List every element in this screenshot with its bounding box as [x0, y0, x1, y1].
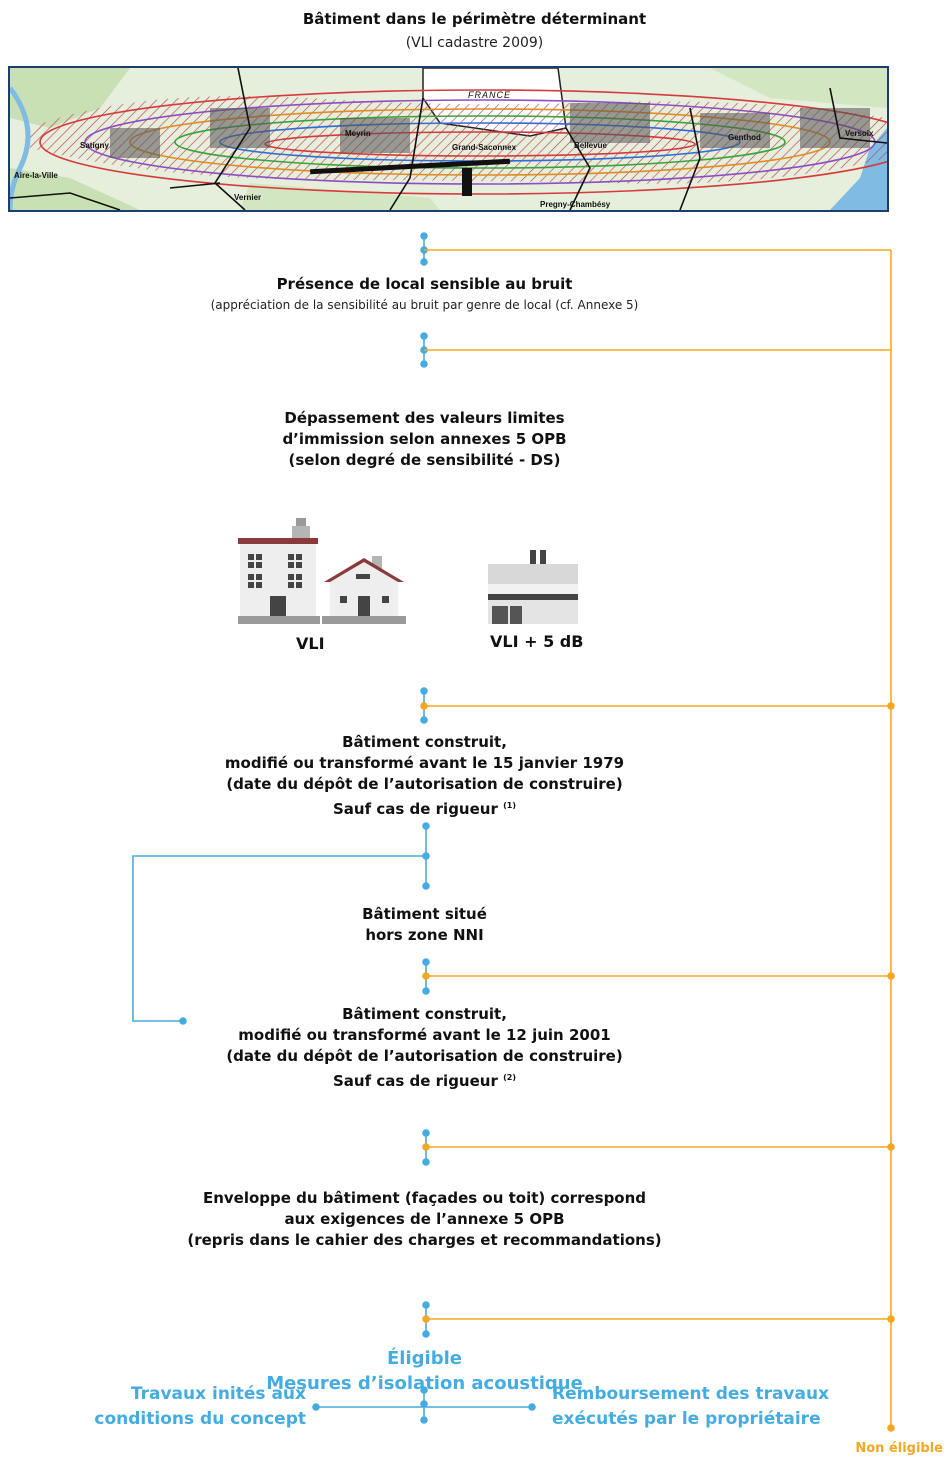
step-noise-sensitive-room-note: (appréciation de la sensibilité au bruit… [210, 298, 639, 312]
step-limit-exceeded-line2: d’immission selon annexes 5 OPB [282, 430, 567, 448]
map-label-france: FRANCE [468, 90, 511, 100]
outcome-left-line2: conditions du concept [94, 1409, 306, 1429]
map-borders [10, 68, 887, 210]
noise-map: FRANCE Satigny Aire-la-Ville Meyrin Gran… [8, 66, 889, 212]
map-label-satigny: Satigny [80, 141, 109, 150]
step-built-before-1979: Bâtiment construit, modifié ou transform… [0, 732, 849, 820]
step-2001-line2: modifié ou transformé avant le 12 juin 2… [238, 1026, 611, 1044]
outcome-right-line2: exécutés par le propriétaire [552, 1409, 821, 1429]
noise-map-graphic: FRANCE Satigny Aire-la-Ville Meyrin Gran… [10, 68, 887, 210]
map-river [10, 86, 31, 210]
label-vli: VLI [296, 634, 325, 653]
outcome-right-line1: Remboursement des travaux [552, 1384, 830, 1404]
outcome-left-line1: Travaux inités aux [130, 1384, 306, 1404]
header-subtitle: (VLI cadastre 2009) [405, 35, 544, 51]
outcome-non-eligible: Non éligible [855, 1441, 943, 1456]
step-envelope-line2: aux exigences de l’annexe 5 OPB [284, 1210, 565, 1228]
outcome-option-reimbursement: Remboursement des travaux exécutés par l… [552, 1382, 882, 1432]
step-limit-exceeded: Dépassement des valeurs limites d’immiss… [0, 408, 849, 471]
step-2001-line3: (date du dépôt de l’autorisation de cons… [226, 1047, 623, 1065]
step-envelope-line1: Enveloppe du bâtiment (façades ou toit) … [202, 1189, 647, 1207]
step-1979-line2: modifié ou transformé avant le 15 janvie… [224, 754, 625, 772]
step-building-envelope: Enveloppe du bâtiment (façades ou toit) … [0, 1188, 849, 1251]
label-vli-plus-5db: VLI + 5 dB [490, 632, 584, 651]
outcome-measures: Mesures d’isolation acoustique [266, 1373, 583, 1394]
step-envelope-line3: (repris dans le cahier des charges et re… [187, 1231, 662, 1249]
map-forest [710, 68, 887, 108]
map-label-meyrin: Meyrin [345, 129, 371, 138]
header-title: Bâtiment dans le périmètre déterminant [302, 10, 647, 28]
map-label-vernier: Vernier [234, 193, 261, 202]
outcome-eligible-title: Éligible [387, 1348, 462, 1369]
map-label-pregny-chambesy: Pregny-Chambésy [540, 200, 611, 209]
map-label-grand-saconnex: Grand-Saconnex [452, 143, 517, 152]
map-label-aire-la-ville: Aire-la-Ville [14, 171, 58, 180]
house-icon [322, 556, 406, 624]
step-built-before-2001: Bâtiment construit, modifié ou transform… [0, 1004, 849, 1092]
map-contour [39, 89, 887, 195]
step-nni-line1: Bâtiment situé [362, 905, 487, 923]
building-illustrations [238, 518, 578, 624]
footnote-ref-1: (1) [503, 801, 516, 810]
outcome-option-concept: Travaux inités aux conditions du concept [70, 1382, 306, 1432]
map-label-genthod: Genthod [728, 133, 761, 142]
step-1979-line4: Sauf cas de rigueur (1) [333, 800, 516, 818]
step-outside-nni-zone: Bâtiment situé hors zone NNI [0, 904, 849, 946]
industrial-building-icon [488, 550, 578, 624]
footnote-ref-2: (2) [503, 1073, 516, 1082]
map-label-versoix: Versoix [845, 129, 874, 138]
outcome-eligible: Éligible Mesures d’isolation acoustique [0, 1346, 849, 1396]
map-forest [10, 168, 140, 210]
map-forest [10, 68, 130, 128]
step-2001-line1: Bâtiment construit, [342, 1005, 507, 1023]
map-label-bellevue: Bellevue [574, 141, 607, 150]
step-1979-line1: Bâtiment construit, [342, 733, 507, 751]
step-1979-line3: (date du dépôt de l’autorisation de cons… [226, 775, 623, 793]
orange-connectors [420, 249, 895, 1432]
step-limit-exceeded-line1: Dépassement des valeurs limites [284, 409, 565, 427]
step-2001-line4: Sauf cas de rigueur (2) [333, 1072, 516, 1090]
map-contour [174, 115, 786, 169]
step-noise-sensitive-room: Présence de local sensible au bruit [276, 275, 573, 293]
map-runway [310, 158, 511, 175]
step-limit-exceeded-line3: (selon degré de sensibilité - DS) [288, 451, 561, 469]
step-nni-line2: hors zone NNI [365, 926, 484, 944]
apartment-building-icon [238, 518, 320, 624]
map-building [462, 168, 472, 196]
